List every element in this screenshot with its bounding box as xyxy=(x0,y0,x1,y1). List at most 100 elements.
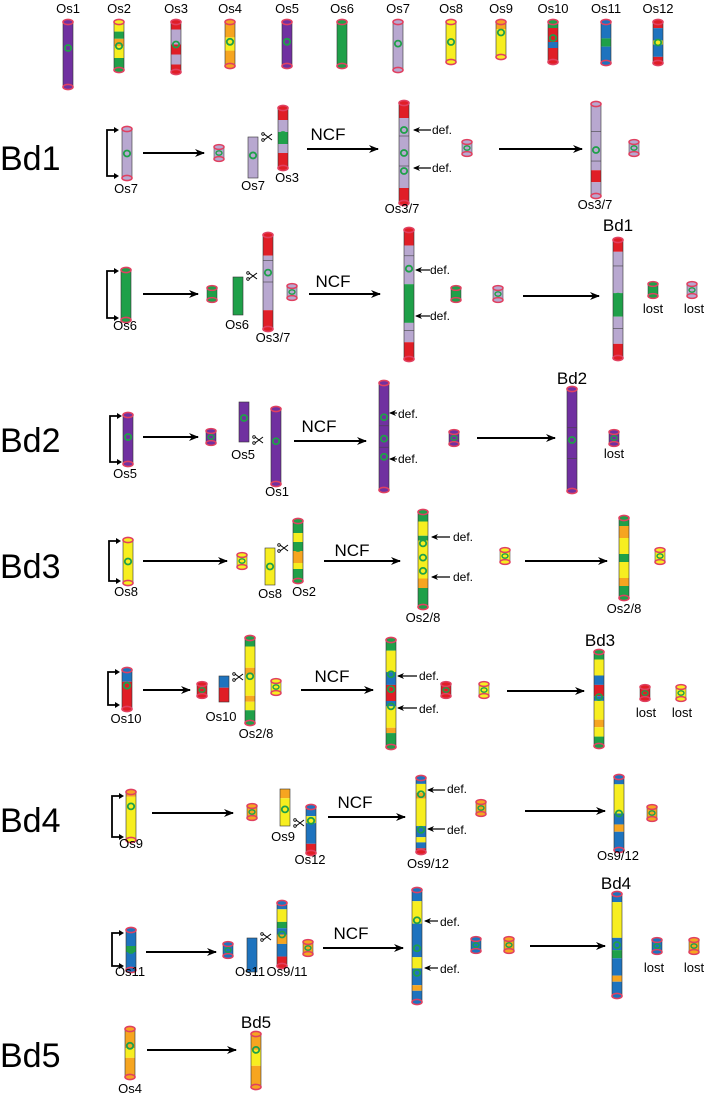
row2-final-chrom-segment xyxy=(613,251,623,294)
group-label-bd1: Bd1 xyxy=(0,140,61,178)
row4-bracket-tip-top xyxy=(116,538,121,544)
row2-lost-1 xyxy=(647,280,659,300)
header-chrom-os11-segment xyxy=(601,22,611,39)
row7-lost-2-telomere-top xyxy=(688,936,700,944)
chromosome-marks xyxy=(106,99,700,1091)
row4-fused-chrom xyxy=(417,508,429,611)
row7-final-chrom-telomere-bottom xyxy=(611,992,623,1000)
header-chrom-os6-telomere-top xyxy=(336,18,348,26)
row3-final-label: Bd2 xyxy=(557,369,587,388)
row5-bracket-line xyxy=(107,671,116,706)
group-label-bd4: Bd4 xyxy=(0,802,61,840)
row3-target-chrom xyxy=(270,405,282,488)
row7-source-chrom-segment xyxy=(126,946,136,952)
row8-source-chrom-segment xyxy=(125,1048,135,1058)
header-chrom-os4-telomere-top xyxy=(224,18,236,26)
row5-fragment-4 xyxy=(478,680,490,700)
row1-final-chrom-segment xyxy=(591,182,601,196)
row5-final-chrom-segment xyxy=(594,696,604,701)
header-chrom-os10-segment xyxy=(548,42,558,48)
row4-fragment-telomere-top xyxy=(236,551,248,559)
row4-source-chrom-telomere-bottom xyxy=(122,579,134,587)
group-label-bd5: Bd5 xyxy=(0,1037,61,1075)
row4-final-chrom-segment xyxy=(619,578,629,586)
row7-fragment-2-telomere-top xyxy=(302,938,314,946)
row6-fused-chrom-segment xyxy=(416,837,426,843)
row1-source-chrom-centromere xyxy=(122,149,132,158)
row2-fragment-4-telomere-bottom xyxy=(492,296,504,304)
row8-source-chrom xyxy=(124,1025,136,1081)
row3-scissors-ring-2 xyxy=(252,441,256,445)
row2-final-chrom-segment xyxy=(613,316,623,344)
row4-fused-chrom-segment xyxy=(418,540,428,579)
header-chrom-os8-centromere xyxy=(446,38,456,46)
row7-source-chrom xyxy=(125,926,137,974)
row4-def-label-2: def. xyxy=(453,570,473,584)
row8-final-chrom-segment xyxy=(251,1065,261,1087)
header-chrom-os5-telomere-top xyxy=(281,18,293,26)
row4-cut-chrom xyxy=(264,547,276,586)
row3-fragment-centromere xyxy=(207,434,215,440)
header-chrom-os3-segment xyxy=(171,22,181,30)
header-chrom-os4-segment xyxy=(225,22,235,38)
row7-fused-chrom-centromere xyxy=(412,916,422,925)
row6-final-chrom-telomere-top xyxy=(613,773,625,781)
row3-fragment-2-centromere xyxy=(450,435,458,441)
row3-target-chrom-telomere-top xyxy=(270,405,282,413)
row6-final-chrom-segment xyxy=(614,831,624,850)
row3-lost-centromere xyxy=(610,435,618,441)
row6-final-chrom-telomere-bottom xyxy=(613,846,625,854)
row-8: Os4 Bd5 xyxy=(118,1013,271,1096)
row7-scissors-blades xyxy=(262,933,272,941)
row3-scissors-blades xyxy=(254,436,264,444)
row7-final-chrom-telomere-top xyxy=(611,890,623,898)
row6-fragment-telomere-top xyxy=(246,802,258,810)
row3-scissors-ring-1 xyxy=(252,435,256,439)
row3-bracket-line xyxy=(109,415,118,463)
row4-fragment-2-telomere-top xyxy=(499,546,511,554)
row7-lost-1-centromere xyxy=(653,943,661,949)
row2-fragment-2-centromere xyxy=(288,289,296,295)
row3-fragment-telomere-top xyxy=(205,427,217,435)
row1-fused-chrom-segment xyxy=(399,103,409,118)
row7-lost-2-centromere xyxy=(690,943,698,949)
row2-final-chrom-centromere xyxy=(613,292,623,301)
row2-source-chrom-centromere xyxy=(121,288,131,297)
row5-def-label-2: def. xyxy=(419,702,439,716)
row5-target-chrom-segment xyxy=(245,674,255,696)
row5-final-chrom-telomere-bottom xyxy=(593,742,605,750)
row4-target-chrom-segment xyxy=(293,551,303,563)
row2-source-chrom xyxy=(120,266,132,324)
row6-fragment-3-telomere-bottom xyxy=(646,815,658,823)
row7-fragment-4 xyxy=(503,935,515,955)
row5-lost-2 xyxy=(675,683,687,703)
row5-lost-label-2: lost xyxy=(672,705,693,720)
row3-final-chrom-centromere xyxy=(567,436,577,444)
row6-fragment xyxy=(246,802,258,822)
row4-final-chrom-segment xyxy=(619,562,629,578)
row1-source-label: Os7 xyxy=(114,181,138,196)
header-chrom-os7 xyxy=(392,18,404,74)
row6-fused-chrom xyxy=(415,774,427,856)
row8-final-chrom-centromere xyxy=(251,1046,261,1054)
row7-cut-chrom xyxy=(246,937,258,973)
header-row: Os1 Os2 Os3 Os4 Os5 Os6 Os7 Os8 Os9 Os10… xyxy=(56,1,674,91)
row3-fragment xyxy=(205,427,217,447)
row5-fragment-3-telomere-top xyxy=(440,680,452,688)
row4-final-chrom-centromere xyxy=(619,554,629,562)
row5-scissors-ring-2 xyxy=(232,678,236,682)
row1-fused-chrom-telomere-top xyxy=(398,99,410,107)
header-chrom-os11 xyxy=(600,18,612,67)
row3-fragment-2 xyxy=(448,428,460,448)
row3-scissors xyxy=(252,435,264,445)
header-label-os12: Os12 xyxy=(642,1,673,16)
row1-fragment-3-telomere-top xyxy=(628,138,640,146)
row1-source-chrom xyxy=(121,125,133,182)
row7-lost-2-telomere-bottom xyxy=(688,948,700,956)
row4-final-chrom-telomere-bottom xyxy=(618,594,630,602)
header-chrom-os12-centromere xyxy=(653,38,663,47)
row1-target-chrom-segment xyxy=(278,120,288,132)
group-label-bd2: Bd2 xyxy=(0,422,61,460)
row2-bracket xyxy=(106,268,119,321)
